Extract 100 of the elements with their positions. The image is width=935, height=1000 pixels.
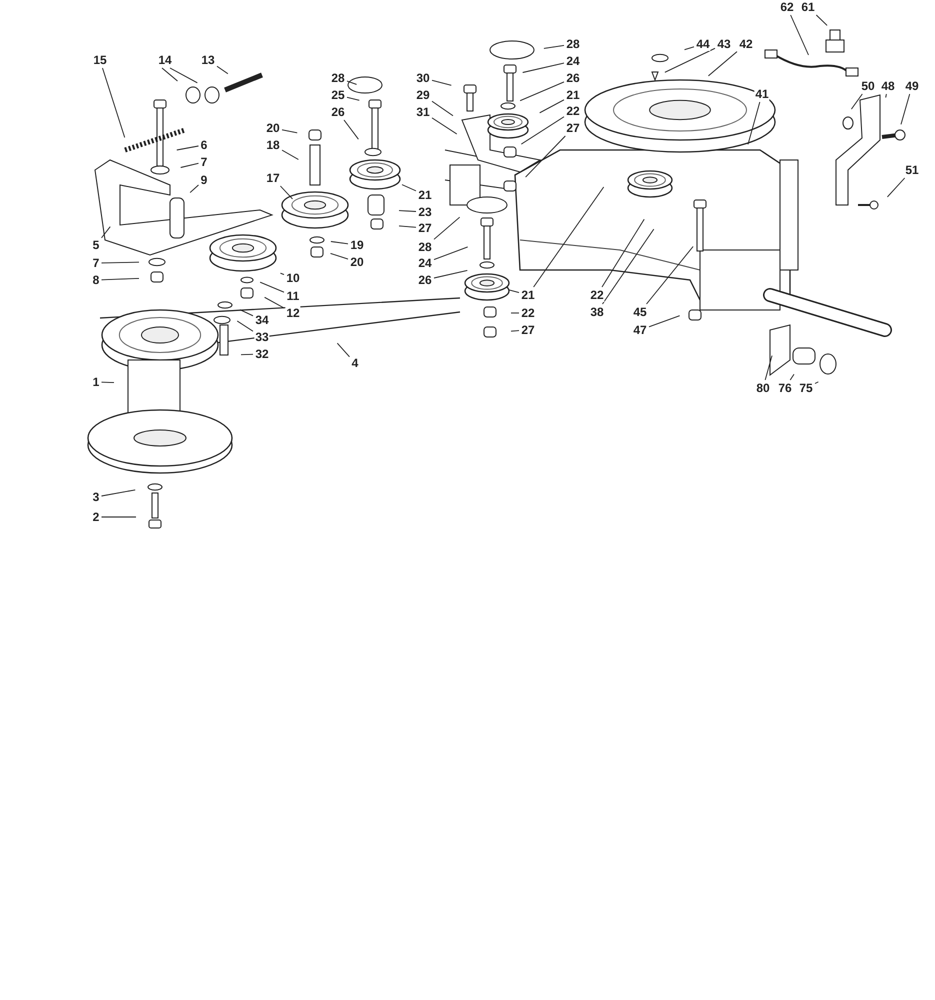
callout-number: 27	[565, 121, 581, 135]
leader-line	[602, 228, 654, 304]
leader-line	[520, 116, 564, 145]
leader-line	[176, 146, 199, 150]
callout-number: 44	[695, 37, 711, 51]
leader-line	[684, 46, 694, 50]
leader-line	[525, 136, 566, 178]
leader-line	[900, 94, 910, 125]
callout-number: 27	[417, 221, 433, 235]
leader-line	[240, 354, 254, 356]
callout-number: 22	[589, 288, 605, 302]
callout-number: 31	[415, 105, 431, 119]
callout-number: 51	[904, 163, 920, 177]
leader-line	[330, 241, 348, 244]
callout-number: 20	[265, 121, 281, 135]
callout-number: 27	[520, 323, 536, 337]
callout-number: 2	[92, 510, 100, 524]
callout-number: 21	[565, 88, 581, 102]
callout-number: 41	[754, 87, 770, 101]
leader-line	[814, 381, 819, 384]
callout-number: 13	[200, 53, 216, 67]
callout-number: 80	[755, 381, 771, 395]
callout-number: 22	[520, 306, 536, 320]
leader-line	[346, 96, 360, 101]
leader-line	[432, 100, 454, 116]
leader-line	[648, 315, 680, 328]
callout-number: 12	[285, 306, 301, 320]
callout-number: 76	[777, 381, 793, 395]
callout-number: 1	[92, 375, 100, 389]
callout-number: 5	[92, 238, 100, 252]
callout-number: 24	[417, 256, 433, 270]
callout-number: 47	[632, 323, 648, 337]
leader-line	[101, 382, 114, 384]
leader-line	[432, 80, 452, 86]
leader-line	[280, 186, 293, 200]
leader-line	[216, 66, 228, 74]
leader-line	[434, 246, 468, 260]
leader-line	[434, 216, 460, 240]
leader-line	[282, 150, 299, 160]
callout-number: 7	[92, 256, 100, 270]
callout-number: 18	[265, 138, 281, 152]
callout-number: 28	[565, 37, 581, 51]
callout-number: 11	[286, 289, 300, 303]
callout-number: 62	[779, 0, 795, 14]
leader-line	[346, 80, 358, 85]
leader-line	[539, 99, 564, 114]
leader-line	[282, 129, 298, 134]
leader-line	[170, 68, 198, 84]
leader-line	[508, 289, 520, 294]
callout-number: 34	[254, 313, 270, 327]
leader-line	[180, 162, 199, 168]
leader-line	[101, 516, 136, 518]
callout-number: 17	[265, 171, 281, 185]
leader-line	[264, 296, 284, 308]
callout-number: 30	[415, 71, 431, 85]
leader-line	[816, 14, 828, 26]
leader-line	[764, 355, 772, 380]
leader-line	[398, 210, 416, 212]
leader-line	[664, 48, 716, 73]
leader-line	[708, 51, 738, 76]
callout-number: 19	[349, 238, 365, 252]
leader-line	[885, 94, 887, 98]
leader-line	[240, 309, 254, 316]
callout-number: 45	[632, 305, 648, 319]
callout-number: 14	[157, 53, 173, 67]
callout-number: 3	[92, 490, 100, 504]
callout-number: 23	[417, 205, 433, 219]
callout-number: 4	[350, 356, 360, 370]
leader-line	[510, 312, 520, 314]
callout-number: 20	[349, 255, 365, 269]
leader-line	[101, 278, 140, 280]
leader-line	[748, 102, 760, 145]
leader-line	[336, 342, 350, 358]
callout-number: 28	[330, 71, 346, 85]
callout-number: 6	[200, 138, 208, 152]
leader-line	[886, 178, 906, 198]
leader-line	[790, 374, 794, 380]
leader-line	[543, 44, 564, 49]
leader-line	[398, 225, 416, 228]
callout-number: 50	[860, 79, 876, 93]
callout-number: 61	[800, 0, 816, 14]
callout-number: 26	[565, 71, 581, 85]
callout-number: 24	[565, 54, 581, 68]
leader-line	[522, 62, 564, 73]
callout-number: 26	[330, 105, 346, 119]
leader-line	[790, 14, 809, 56]
callout-number: 28	[417, 240, 433, 254]
callout-number: 9	[200, 173, 208, 187]
callout-number: 8	[92, 273, 100, 287]
leader-line	[101, 226, 111, 238]
callout-number: 15	[92, 53, 108, 67]
leader-line	[520, 81, 564, 102]
callout-number: 21	[417, 188, 433, 202]
leader-line	[434, 270, 468, 278]
leader-line	[432, 117, 458, 134]
leader-line	[162, 68, 178, 82]
callout-number: 10	[285, 271, 301, 285]
leader-line	[510, 330, 520, 332]
callout-number: 25	[330, 88, 346, 102]
callout-number: 22	[565, 104, 581, 118]
